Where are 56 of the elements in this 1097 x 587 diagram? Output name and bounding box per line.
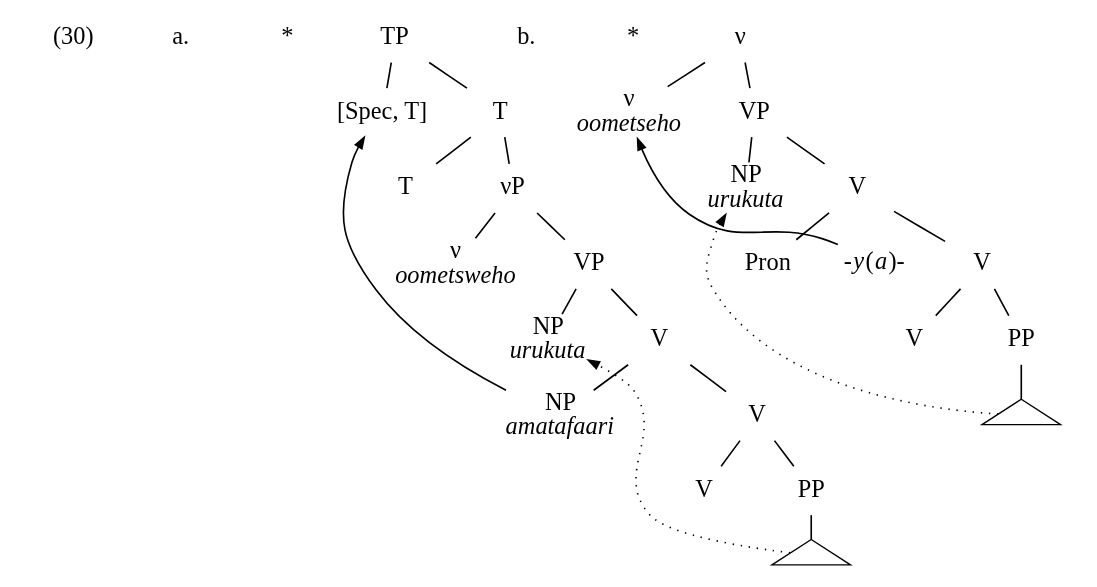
node-triangle: [769, 538, 853, 566]
label: *: [626, 22, 639, 50]
connector: [993, 288, 1010, 317]
node-text: [Spec, T]: [336, 96, 427, 124]
connector: [609, 288, 638, 317]
connector: [747, 136, 753, 164]
arrow: [636, 136, 839, 246]
node-text: ν: [734, 22, 746, 50]
node-text: -y(a)-: [843, 246, 905, 274]
node-text: V: [747, 400, 766, 428]
connector: [743, 61, 751, 89]
connector: [934, 288, 961, 317]
node-text: ν oometsweho: [394, 236, 516, 288]
connector: [785, 136, 825, 165]
node-text: NP amatafaari: [505, 387, 614, 440]
label: b.: [516, 22, 535, 50]
label: *: [280, 22, 294, 50]
node-triangle: [979, 398, 1063, 426]
arrow: [341, 135, 507, 392]
node-text: PP: [1007, 324, 1035, 352]
connector: [592, 363, 629, 392]
arrow: [585, 359, 791, 554]
node-text: V: [694, 474, 713, 502]
label: (30): [52, 22, 94, 50]
connector: [434, 136, 472, 165]
arrow: [705, 212, 999, 415]
node-text: VP: [738, 96, 770, 124]
node-text: V: [972, 248, 991, 276]
node-text: V: [904, 324, 923, 352]
connector: [560, 288, 577, 315]
connector: [794, 212, 830, 241]
node-text: V: [650, 324, 668, 352]
connector: [503, 136, 510, 165]
node-text: T: [397, 172, 413, 200]
node-text: Pron: [744, 248, 791, 276]
label: a.: [171, 22, 189, 50]
node-text: V: [847, 172, 866, 200]
connector: [809, 514, 812, 541]
node-text: NP urukuta: [707, 160, 783, 212]
connector: [719, 439, 741, 468]
connector: [427, 61, 468, 89]
node-text: NP urukuta: [509, 312, 586, 364]
connector: [1019, 363, 1022, 400]
connector: [892, 210, 946, 243]
node-text: ν oometseho: [576, 84, 681, 136]
node-text: T: [492, 96, 508, 124]
node-text: νP: [499, 172, 525, 200]
connector: [689, 363, 727, 393]
connector: [773, 439, 795, 468]
node-text: VP: [572, 248, 605, 276]
connector: [535, 212, 566, 241]
connector: [385, 61, 392, 89]
connector: [666, 61, 706, 88]
connector: [474, 212, 496, 240]
node-text: TP: [379, 22, 409, 50]
node-text: PP: [797, 474, 825, 502]
